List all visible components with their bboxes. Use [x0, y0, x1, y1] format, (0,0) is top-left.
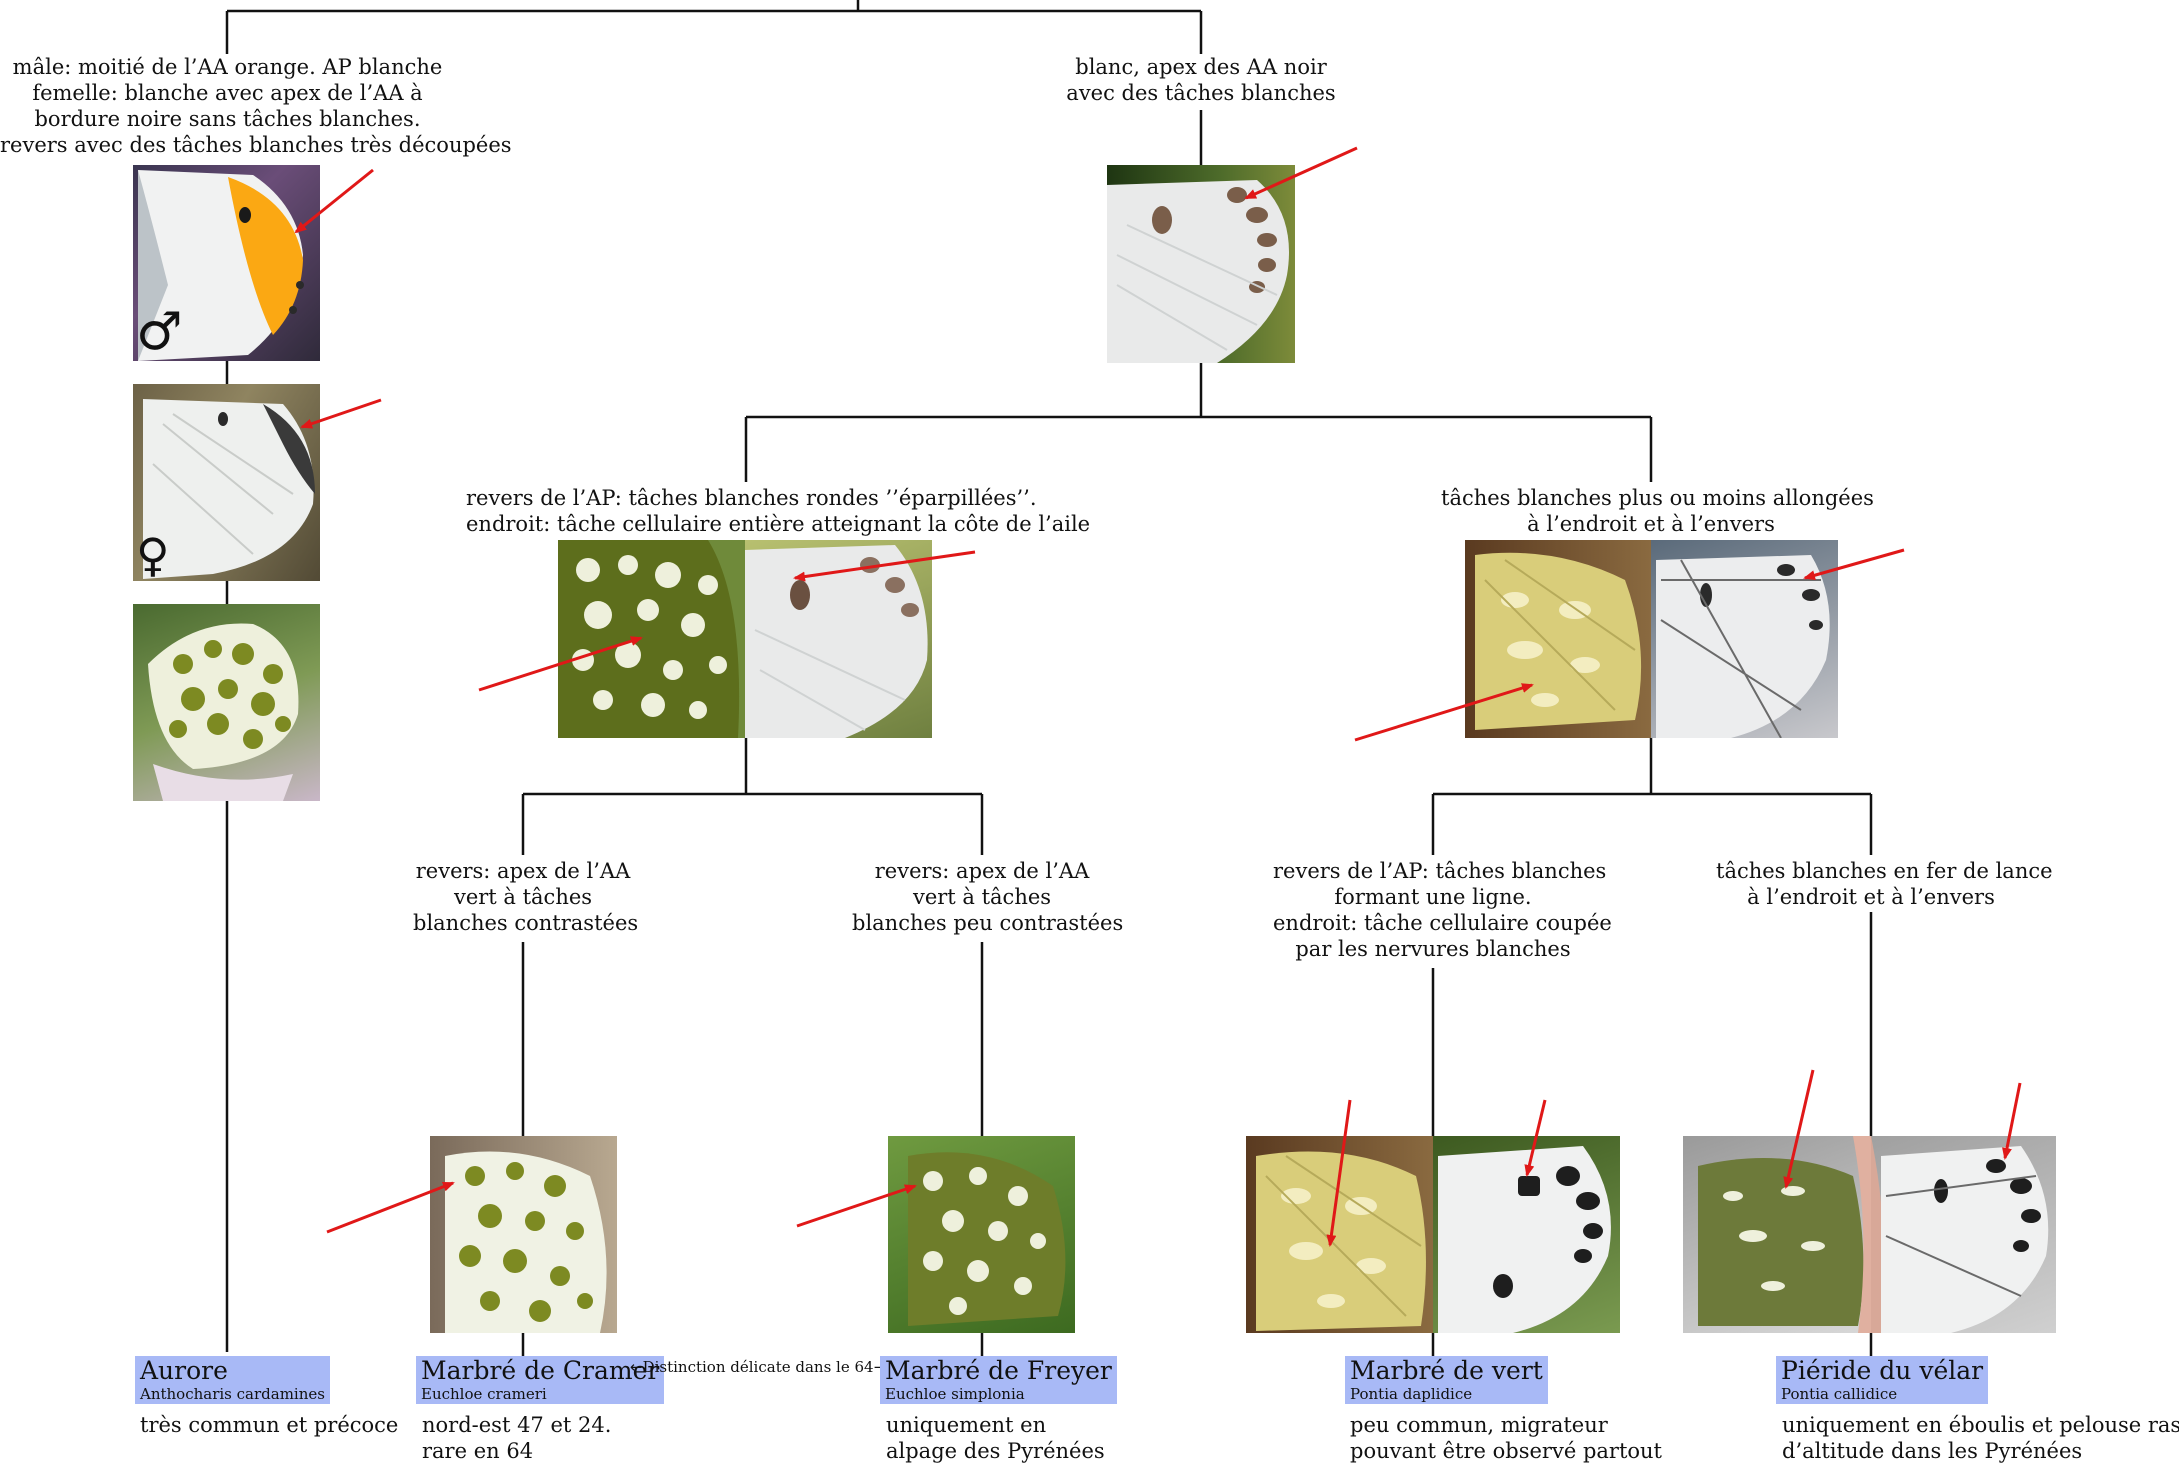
- species-common-name: Aurore: [140, 1356, 228, 1385]
- species-common-name: Marbré de Cramer: [421, 1356, 660, 1385]
- photo-vert-underside: [1246, 1136, 1433, 1333]
- species-note-aurore: très commun et précoce: [140, 1413, 399, 1437]
- photo-pontia-underside: [1465, 540, 1651, 738]
- species-common-name: Marbré de Freyer: [885, 1356, 1112, 1385]
- photo-cramer: [430, 1136, 617, 1333]
- species-latin-name: Pontia callidice: [1781, 1385, 1898, 1403]
- species-common-name: Marbré de vert: [1350, 1356, 1543, 1385]
- species-latin-name: Euchloe simplonia: [885, 1385, 1025, 1403]
- species-latin-name: Anthocharis cardamines: [140, 1385, 325, 1403]
- photo-aurore-female: [133, 384, 320, 581]
- species-freyer: Marbré de Freyer Euchloe simplonia: [880, 1356, 1117, 1404]
- branch-label-euchloe: revers de l’AP: tâches blanches rondes ’…: [466, 485, 1091, 537]
- photo-freyer: [888, 1136, 1075, 1333]
- species-velar: Piéride du vélar Pontia callidice: [1776, 1356, 1989, 1404]
- species-common-name: Piéride du vélar: [1781, 1356, 1984, 1385]
- photo-velar-underside: [1683, 1136, 1871, 1333]
- photo-blanc-apex: [1107, 165, 1295, 363]
- species-cramer: Marbré de Cramer Euchloe crameri: [416, 1356, 665, 1404]
- species-latin-name: Euchloe crameri: [421, 1385, 547, 1403]
- photo-euchloe-underside: [558, 540, 745, 738]
- photo-aurore-underside: [133, 604, 320, 801]
- photo-aurore-male: [133, 165, 320, 361]
- left-arrow-icon: ←: [630, 1358, 643, 1376]
- species-latin-name: Pontia daplidice: [1350, 1385, 1473, 1403]
- species-aurore: Aurore Anthocharis cardamines: [135, 1356, 330, 1404]
- distinction-note: ←Distinction délicate dans le 64→: [630, 1358, 886, 1376]
- photo-velar-upperside: [1871, 1136, 2056, 1333]
- female-symbol-icon: ♀: [136, 528, 170, 582]
- species-note-cramer: nord-est 47 et 24.rare en 64: [422, 1413, 612, 1463]
- species-vert: Marbré de vert Pontia daplidice: [1345, 1356, 1548, 1404]
- male-symbol-icon: ♂: [136, 302, 183, 362]
